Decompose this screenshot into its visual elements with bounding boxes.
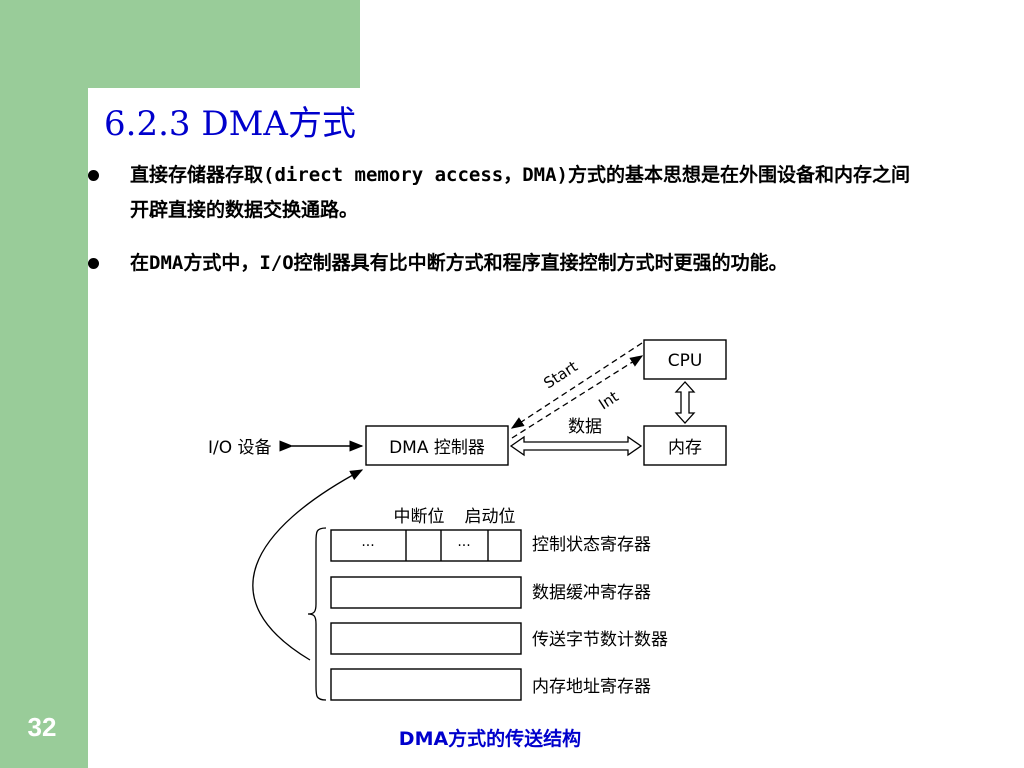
ellipsis-right: ··· [457,538,470,554]
register-group-brace [307,527,327,701]
slide-title: 6.2.3 DMA方式 [104,104,356,144]
register-label: 控制状态寄存器 [532,535,651,555]
memory-address-register [330,668,522,701]
bullet-text: 直接存储器存取(direct memory access，DMA)方式的基本思想… [130,164,910,221]
bullet-item: 直接存储器存取(direct memory access，DMA)方式的基本思想… [88,158,928,228]
bullet-dot-icon [88,170,99,181]
register-label: 传送字节数计数器 [532,630,668,650]
start-bit-label: 启动位 [465,507,516,527]
page-number: 32 [27,712,57,742]
bullet-item: 在DMA方式中，I/O控制器具有比中断方式和程序直接控制方式时更强的功能。 [88,246,928,281]
dma-controller-box [365,425,509,466]
byte-counter-register [330,622,522,655]
start-signal-line [510,342,643,429]
memory-label: 内存 [668,438,702,458]
register-label: 内存地址寄存器 [532,677,651,697]
dma-controller-label: DMA 控制器 [389,438,485,458]
control-status-register: ··· ··· [330,529,522,562]
int-signal-line [511,355,644,439]
diagram-caption: DMA方式的传送结构 [398,728,582,750]
ellipsis-left: ··· [361,538,374,554]
int-label: Int [595,387,622,413]
interrupt-bit-label: 中断位 [394,507,445,527]
data-arrow [509,435,643,457]
register-label: 数据缓冲寄存器 [532,583,651,603]
data-buffer-register [330,576,522,609]
cpu-label: CPU [668,351,703,371]
data-label: 数据 [568,417,602,437]
cpu-box [643,339,727,380]
cpu-memory-arrow [674,381,696,424]
slide-sidebar [0,0,88,768]
memory-box [643,425,727,466]
bullet-dot-icon [88,258,99,269]
bullet-text: 在DMA方式中，I/O控制器具有比中断方式和程序直接控制方式时更强的功能。 [130,252,788,274]
register-connection-curve [252,469,364,661]
io-device-label: I/O 设备 [208,438,272,458]
